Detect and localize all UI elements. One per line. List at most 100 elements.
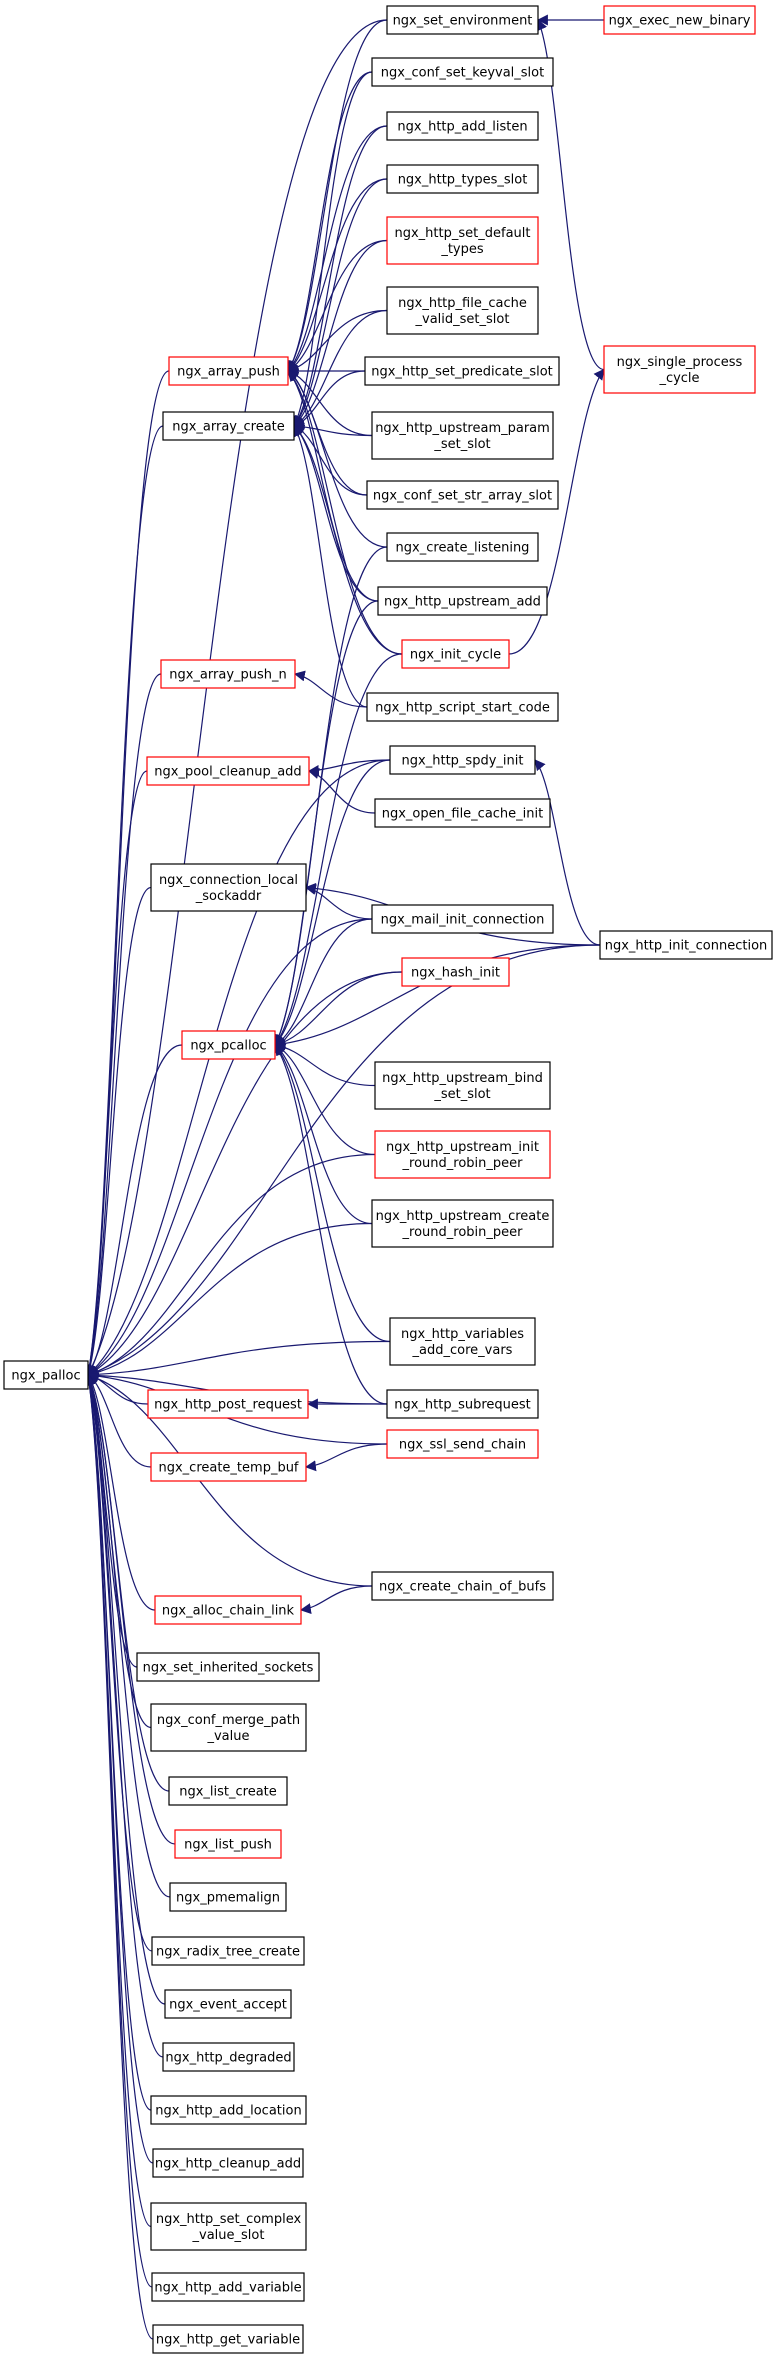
edge-path bbox=[87, 19, 388, 1376]
node-ngx-create-chain-of-bufs[interactable]: ngx_create_chain_of_bufs bbox=[371, 1571, 554, 1601]
node-ngx-mail-init-connection[interactable]: ngx_mail_init_connection bbox=[371, 904, 554, 934]
node-ngx-radix-tree-create[interactable]: ngx_radix_tree_create bbox=[151, 1936, 305, 1966]
node-box bbox=[169, 1882, 287, 1912]
edge-path bbox=[274, 1044, 391, 1343]
node-ngx-set-inherited-sockets[interactable]: ngx_set_inherited_sockets bbox=[136, 1652, 320, 1682]
edge-ngx-open-file-cache-init-to-ngx-pool-cleanup-add bbox=[307, 768, 376, 814]
edge-ngx-http-cleanup-add-to-ngx-palloc bbox=[84, 1373, 154, 2164]
node-ngx-init-cycle[interactable]: ngx_init_cycle bbox=[401, 639, 510, 669]
node-box bbox=[150, 863, 307, 912]
node-label: ngx_array_create bbox=[172, 420, 285, 435]
edge-path bbox=[86, 1153, 376, 1378]
node-ngx-array-create[interactable]: ngx_array_create bbox=[162, 411, 295, 441]
node-ngx-http-set-complex-value-slot[interactable]: ngx_http_set_complex_value_slot bbox=[150, 2202, 307, 2251]
node-ngx-http-add-listen[interactable]: ngx_http_add_listen bbox=[386, 111, 539, 141]
node-ngx-create-listening[interactable]: ngx_create_listening bbox=[386, 532, 539, 562]
node-ngx-exec-new-binary[interactable]: ngx_exec_new_binary bbox=[603, 5, 756, 35]
node-ngx-create-temp-buf[interactable]: ngx_create_temp_buf bbox=[150, 1452, 307, 1482]
node-label: _set_slot bbox=[433, 437, 490, 452]
edge-path bbox=[293, 425, 403, 655]
node-ngx-http-add-variable[interactable]: ngx_http_add_variable bbox=[151, 2272, 305, 2302]
node-ngx-http-subrequest[interactable]: ngx_http_subrequest bbox=[386, 1389, 539, 1419]
node-ngx-http-degraded[interactable]: ngx_http_degraded bbox=[162, 2042, 295, 2072]
node-ngx-conf-set-str-array-slot[interactable]: ngx_conf_set_str_array_slot bbox=[366, 480, 559, 510]
edge-ngx-create-listening-to-ngx-array-push bbox=[287, 370, 388, 548]
node-box bbox=[371, 411, 554, 460]
edge-ngx-http-upstream-add-to-ngx-array-create bbox=[293, 425, 379, 602]
node-label: ngx_http_set_default bbox=[395, 226, 531, 241]
node-ngx-alloc-chain-link[interactable]: ngx_alloc_chain_link bbox=[154, 1595, 302, 1625]
edge-path bbox=[293, 309, 388, 427]
edge-path bbox=[293, 425, 379, 602]
node-ngx-http-cleanup-add[interactable]: ngx_http_cleanup_add bbox=[152, 2148, 304, 2178]
node-box bbox=[401, 639, 510, 669]
node-ngx-http-post-request[interactable]: ngx_http_post_request bbox=[147, 1389, 309, 1419]
node-label: ngx_http_post_request bbox=[154, 1398, 302, 1413]
node-ngx-http-upstream-create-round-robin-peer[interactable]: ngx_http_upstream_create_round_robin_pee… bbox=[371, 1199, 554, 1248]
node-ngx-single-process-cycle[interactable]: ngx_single_process_cycle bbox=[603, 345, 756, 394]
edge-ngx-http-get-variable-to-ngx-palloc bbox=[84, 1373, 154, 2340]
edge-path bbox=[84, 1373, 154, 2164]
edge-path bbox=[87, 918, 373, 1376]
edge-path bbox=[293, 425, 368, 708]
node-ngx-http-init-connection[interactable]: ngx_http_init_connection bbox=[599, 930, 773, 960]
node-label: ngx_set_environment bbox=[393, 14, 533, 29]
node-ngx-http-script-start-code[interactable]: ngx_http_script_start_code bbox=[366, 692, 559, 722]
node-ngx-http-set-predicate-slot[interactable]: ngx_http_set_predicate_slot bbox=[364, 356, 560, 386]
node-label: ngx_http_get_variable bbox=[156, 2333, 300, 2348]
node-ngx-conf-set-keyval-slot[interactable]: ngx_conf_set_keyval_slot bbox=[371, 57, 554, 87]
node-ngx-http-add-location[interactable]: ngx_http_add_location bbox=[150, 2095, 307, 2125]
node-label: ngx_single_process bbox=[617, 355, 743, 370]
edge-path bbox=[273, 944, 601, 1050]
node-box bbox=[164, 1989, 292, 2019]
node-label: ngx_http_cleanup_add bbox=[155, 2157, 301, 2172]
edge-path bbox=[86, 1373, 171, 1898]
node-ngx-array-push[interactable]: ngx_array_push bbox=[168, 356, 289, 386]
edge-path bbox=[85, 886, 152, 1377]
node-ngx-http-spdy-init[interactable]: ngx_http_spdy_init bbox=[389, 745, 536, 775]
node-box bbox=[401, 957, 510, 987]
edge-ngx-http-add-listen-to-ngx-array-push bbox=[287, 125, 388, 372]
node-ngx-list-create[interactable]: ngx_list_create bbox=[168, 1776, 288, 1806]
node-ngx-hash-init[interactable]: ngx_hash_init bbox=[401, 957, 510, 987]
edge-path bbox=[86, 1340, 391, 1381]
node-label: ngx_array_push_n bbox=[169, 668, 287, 683]
node-ngx-ssl-send-chain[interactable]: ngx_ssl_send_chain bbox=[386, 1429, 539, 1459]
node-ngx-event-accept[interactable]: ngx_event_accept bbox=[164, 1989, 292, 2019]
edge-path bbox=[287, 239, 388, 372]
node-ngx-list-push[interactable]: ngx_list_push bbox=[174, 1829, 282, 1859]
node-ngx-pcalloc[interactable]: ngx_pcalloc bbox=[181, 1030, 276, 1060]
edge-ngx-pool-cleanup-add-to-ngx-palloc bbox=[84, 770, 148, 1377]
edge-path bbox=[287, 370, 388, 548]
node-ngx-palloc[interactable]: ngx_palloc bbox=[3, 1360, 89, 1390]
node-ngx-http-upstream-add[interactable]: ngx_http_upstream_add bbox=[377, 586, 548, 616]
edge-ngx-http-init-connection-to-ngx-pcalloc bbox=[273, 944, 601, 1050]
node-ngx-http-variables-add-core-vars[interactable]: ngx_http_variables_add_core_vars bbox=[389, 1317, 536, 1366]
node-ngx-set-environment[interactable]: ngx_set_environment bbox=[386, 5, 539, 35]
node-label: ngx_palloc bbox=[11, 1369, 80, 1384]
node-ngx-connection-local-sockaddr[interactable]: ngx_connection_local_sockaddr bbox=[150, 863, 307, 912]
node-ngx-http-upstream-init-round-robin-peer[interactable]: ngx_http_upstream_init_round_robin_peer bbox=[374, 1130, 551, 1179]
node-label: _round_robin_peer bbox=[402, 1225, 524, 1240]
node-ngx-http-upstream-param-set-slot[interactable]: ngx_http_upstream_param_set_slot bbox=[371, 411, 554, 460]
node-box bbox=[150, 2095, 307, 2125]
edge-ngx-http-upstream-param-set-slot-to-ngx-array-push bbox=[286, 368, 373, 437]
node-ngx-http-set-default-types[interactable]: ngx_http_set_default_types bbox=[386, 216, 539, 265]
node-ngx-http-types-slot[interactable]: ngx_http_types_slot bbox=[386, 164, 539, 194]
node-ngx-open-file-cache-init[interactable]: ngx_open_file_cache_init bbox=[374, 798, 551, 828]
node-ngx-array-push-n[interactable]: ngx_array_push_n bbox=[160, 659, 296, 689]
node-ngx-http-upstream-bind-set-slot[interactable]: ngx_http_upstream_bind_set_slot bbox=[374, 1061, 551, 1110]
node-label: ngx_http_types_slot bbox=[398, 173, 528, 188]
node-label: ngx_http_file_cache bbox=[398, 296, 527, 311]
node-box bbox=[386, 5, 539, 35]
node-ngx-pool-cleanup-add[interactable]: ngx_pool_cleanup_add bbox=[146, 756, 310, 786]
edge-ngx-single-process-cycle-to-ngx-set-environment bbox=[536, 18, 605, 371]
node-label: ngx_http_init_connection bbox=[605, 939, 768, 954]
edge-ngx-http-variables-add-core-vars-to-ngx-palloc bbox=[86, 1340, 391, 1381]
edge-path bbox=[84, 1373, 152, 2228]
edge-ngx-http-spdy-init-to-ngx-pcalloc bbox=[274, 759, 391, 1046]
node-ngx-http-file-cache-valid-set-slot[interactable]: ngx_http_file_cache_valid_set_slot bbox=[386, 286, 539, 335]
node-ngx-conf-merge-path-value[interactable]: ngx_conf_merge_path_value bbox=[150, 1703, 307, 1752]
node-ngx-http-get-variable[interactable]: ngx_http_get_variable bbox=[152, 2324, 304, 2354]
node-ngx-pmemalign[interactable]: ngx_pmemalign bbox=[169, 1882, 287, 1912]
